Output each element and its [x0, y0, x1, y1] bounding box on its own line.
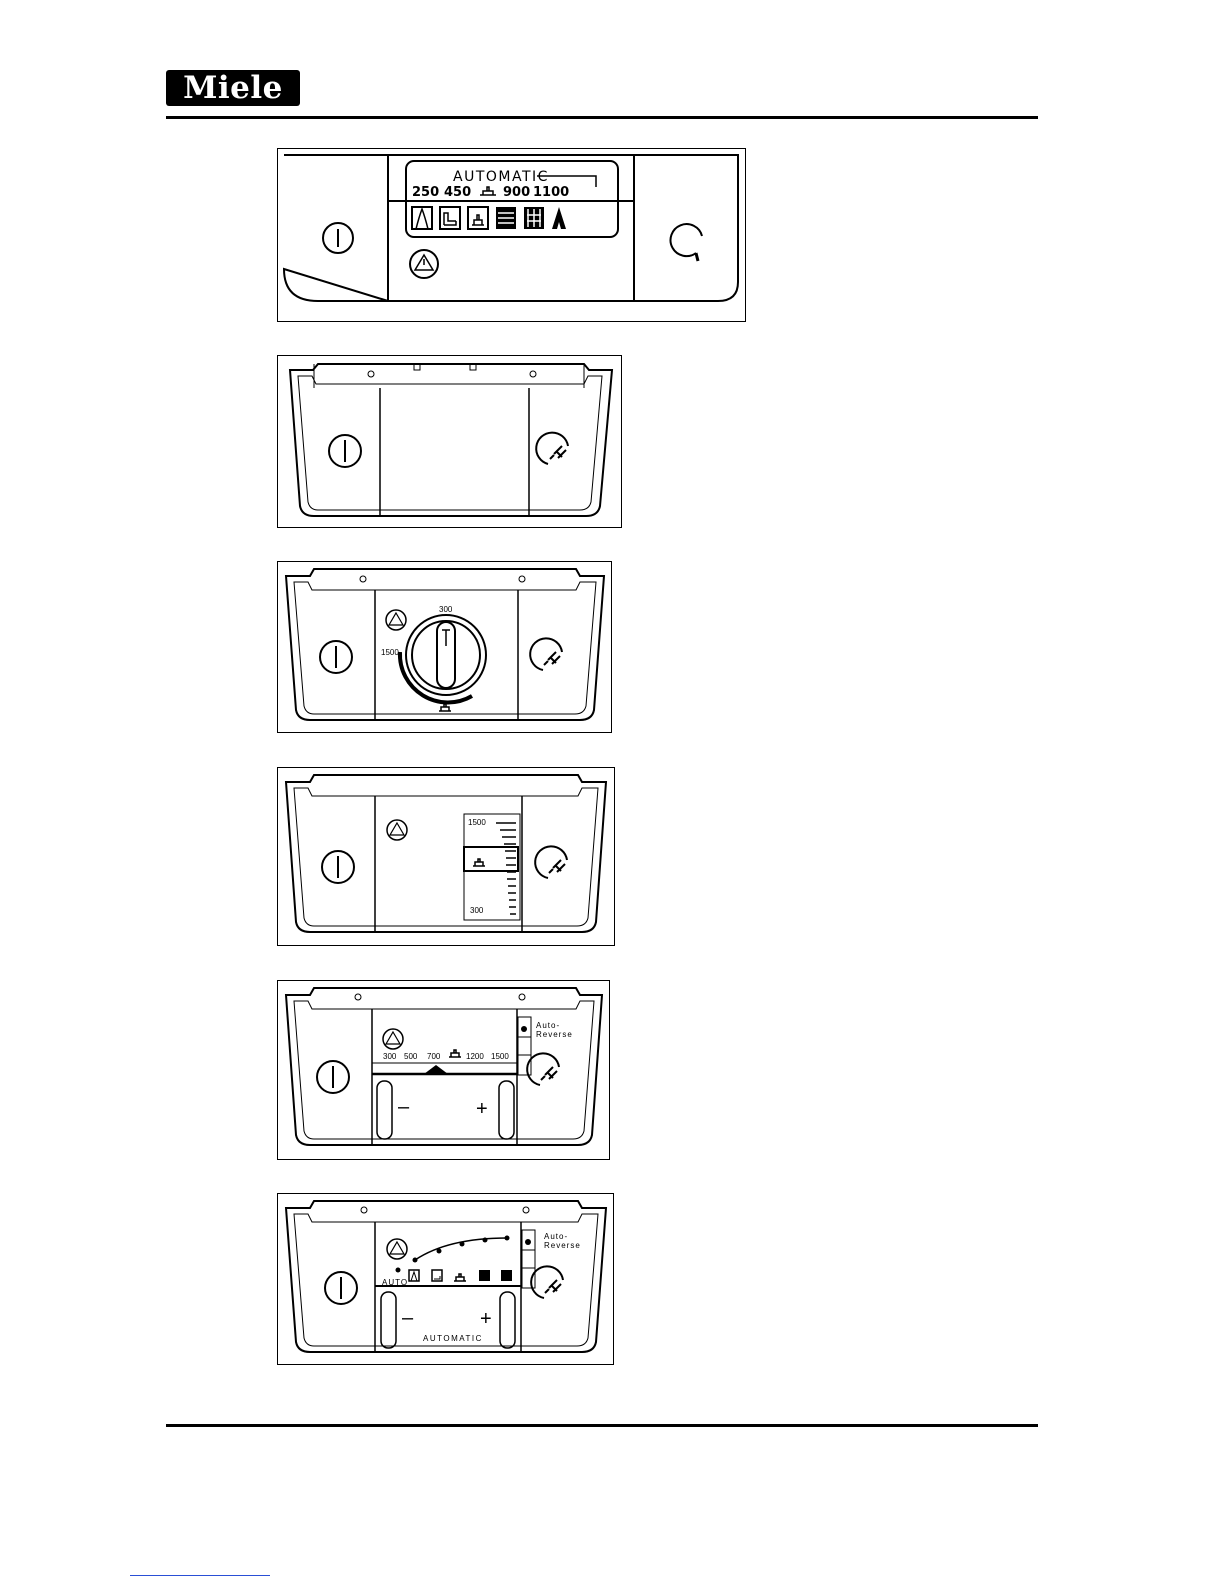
footer-link-underline[interactable]: [130, 1575, 270, 1576]
scale-300: 300: [383, 1052, 397, 1061]
scale-bottom-label: 300: [470, 906, 484, 915]
minus-label: –: [398, 1096, 410, 1118]
power-dial[interactable]: [406, 615, 486, 695]
logo-text: Miele: [166, 70, 300, 106]
auto-reverse-indicator: [521, 1026, 527, 1032]
parquet-icon: [524, 207, 544, 229]
plus-label: +: [476, 1098, 488, 1120]
warning-icon: [410, 250, 438, 278]
warning-icon: [387, 1239, 407, 1259]
dial-label-left: 1500: [381, 648, 399, 657]
power-icon[interactable]: [320, 641, 352, 673]
panel-4-drawing: 1500 300: [278, 768, 614, 945]
carpet-brush-icon: [480, 187, 496, 195]
cord-rewind-icon[interactable]: [531, 1266, 563, 1298]
cord-rewind-icon[interactable]: [536, 433, 568, 464]
warning-icon: [383, 1029, 403, 1049]
power-icon[interactable]: [322, 851, 354, 883]
upholstery-icon: [440, 207, 460, 229]
plus-button[interactable]: [499, 1081, 514, 1139]
scale-top-label: 1500: [468, 818, 486, 827]
control-panel-1: AUTOMATIC 250 450 900 1100: [277, 148, 746, 322]
cord-rewind-icon[interactable]: [671, 224, 702, 261]
control-panel-3: 300 1500: [277, 561, 612, 733]
control-panel-4: 1500 300: [277, 767, 615, 946]
header-rule: [166, 116, 1038, 119]
minus-button[interactable]: [377, 1081, 392, 1139]
parquet-icon: [501, 1270, 512, 1281]
power-scale: [464, 814, 520, 920]
hard-floor-icon: [479, 1270, 490, 1281]
panel-5-drawing: 300 500 700 1200 1500 – + Auto-Reverse: [278, 981, 609, 1159]
mode-icons: [412, 207, 566, 229]
warning-icon: [387, 820, 407, 840]
wattage-1100: 1100: [533, 185, 569, 200]
scale-1500: 1500: [491, 1052, 509, 1061]
carpet-icon: [468, 207, 488, 229]
auto-reverse-label: Auto-Reverse: [536, 1021, 573, 1039]
power-curve: [413, 1236, 510, 1263]
wattage-900: 900: [503, 185, 530, 200]
hard-floor-icon: [496, 207, 516, 229]
auto-reverse-switch[interactable]: [522, 1230, 535, 1288]
power-icon[interactable]: [329, 435, 361, 467]
dial-label-top: 300: [439, 605, 453, 614]
carpet-icon: [454, 1274, 466, 1281]
automatic-label: AUTOMATIC: [453, 169, 549, 185]
cord-rewind-icon[interactable]: [530, 638, 562, 670]
warning-icon: [386, 610, 406, 630]
power-icon[interactable]: [325, 1272, 357, 1304]
wattage-250: 250: [412, 185, 439, 200]
cord-rewind-icon[interactable]: [527, 1053, 559, 1085]
minus-label: –: [402, 1307, 414, 1329]
power-icon[interactable]: [323, 223, 353, 253]
mode-icons: [409, 1270, 512, 1281]
auto-reverse-switch[interactable]: [518, 1017, 531, 1075]
power-icon[interactable]: [317, 1061, 349, 1093]
curtain-icon: [412, 207, 432, 229]
plus-button[interactable]: [500, 1292, 515, 1348]
auto-indicator: [396, 1268, 401, 1273]
control-panel-6: AUTO – + AUTOMATIC Auto-Reverse: [277, 1193, 614, 1365]
cord-rewind-icon[interactable]: [535, 846, 567, 878]
auto-mode-icon: [552, 207, 566, 229]
control-panel-2: [277, 355, 622, 528]
carpet-brush-icon: [439, 704, 451, 711]
control-panel-5: 300 500 700 1200 1500 – + Auto-Reverse: [277, 980, 610, 1160]
carpet-brush-icon: [449, 1050, 461, 1057]
level-indicator: [424, 1065, 448, 1074]
panel-3-drawing: 300 1500: [278, 562, 611, 732]
scale-700: 700: [427, 1052, 441, 1061]
panel-1-drawing: AUTOMATIC 250 450 900 1100: [278, 149, 745, 321]
scale-500: 500: [404, 1052, 418, 1061]
scale-1200: 1200: [466, 1052, 484, 1061]
wattage-450: 450: [444, 185, 471, 200]
minus-button[interactable]: [381, 1292, 396, 1348]
footer-rule: [166, 1424, 1038, 1427]
plus-label: +: [480, 1308, 492, 1330]
dial-range-arc: [400, 652, 472, 702]
automatic-label: AUTOMATIC: [423, 1334, 483, 1343]
carpet-brush-icon: [473, 859, 485, 866]
miele-logo: Miele: [166, 70, 300, 106]
panel-6-drawing: AUTO – + AUTOMATIC Auto-Reverse: [278, 1194, 613, 1364]
auto-reverse-indicator: [525, 1239, 531, 1245]
auto-reverse-label: Auto-Reverse: [544, 1232, 581, 1250]
panel-2-drawing: [278, 356, 621, 527]
